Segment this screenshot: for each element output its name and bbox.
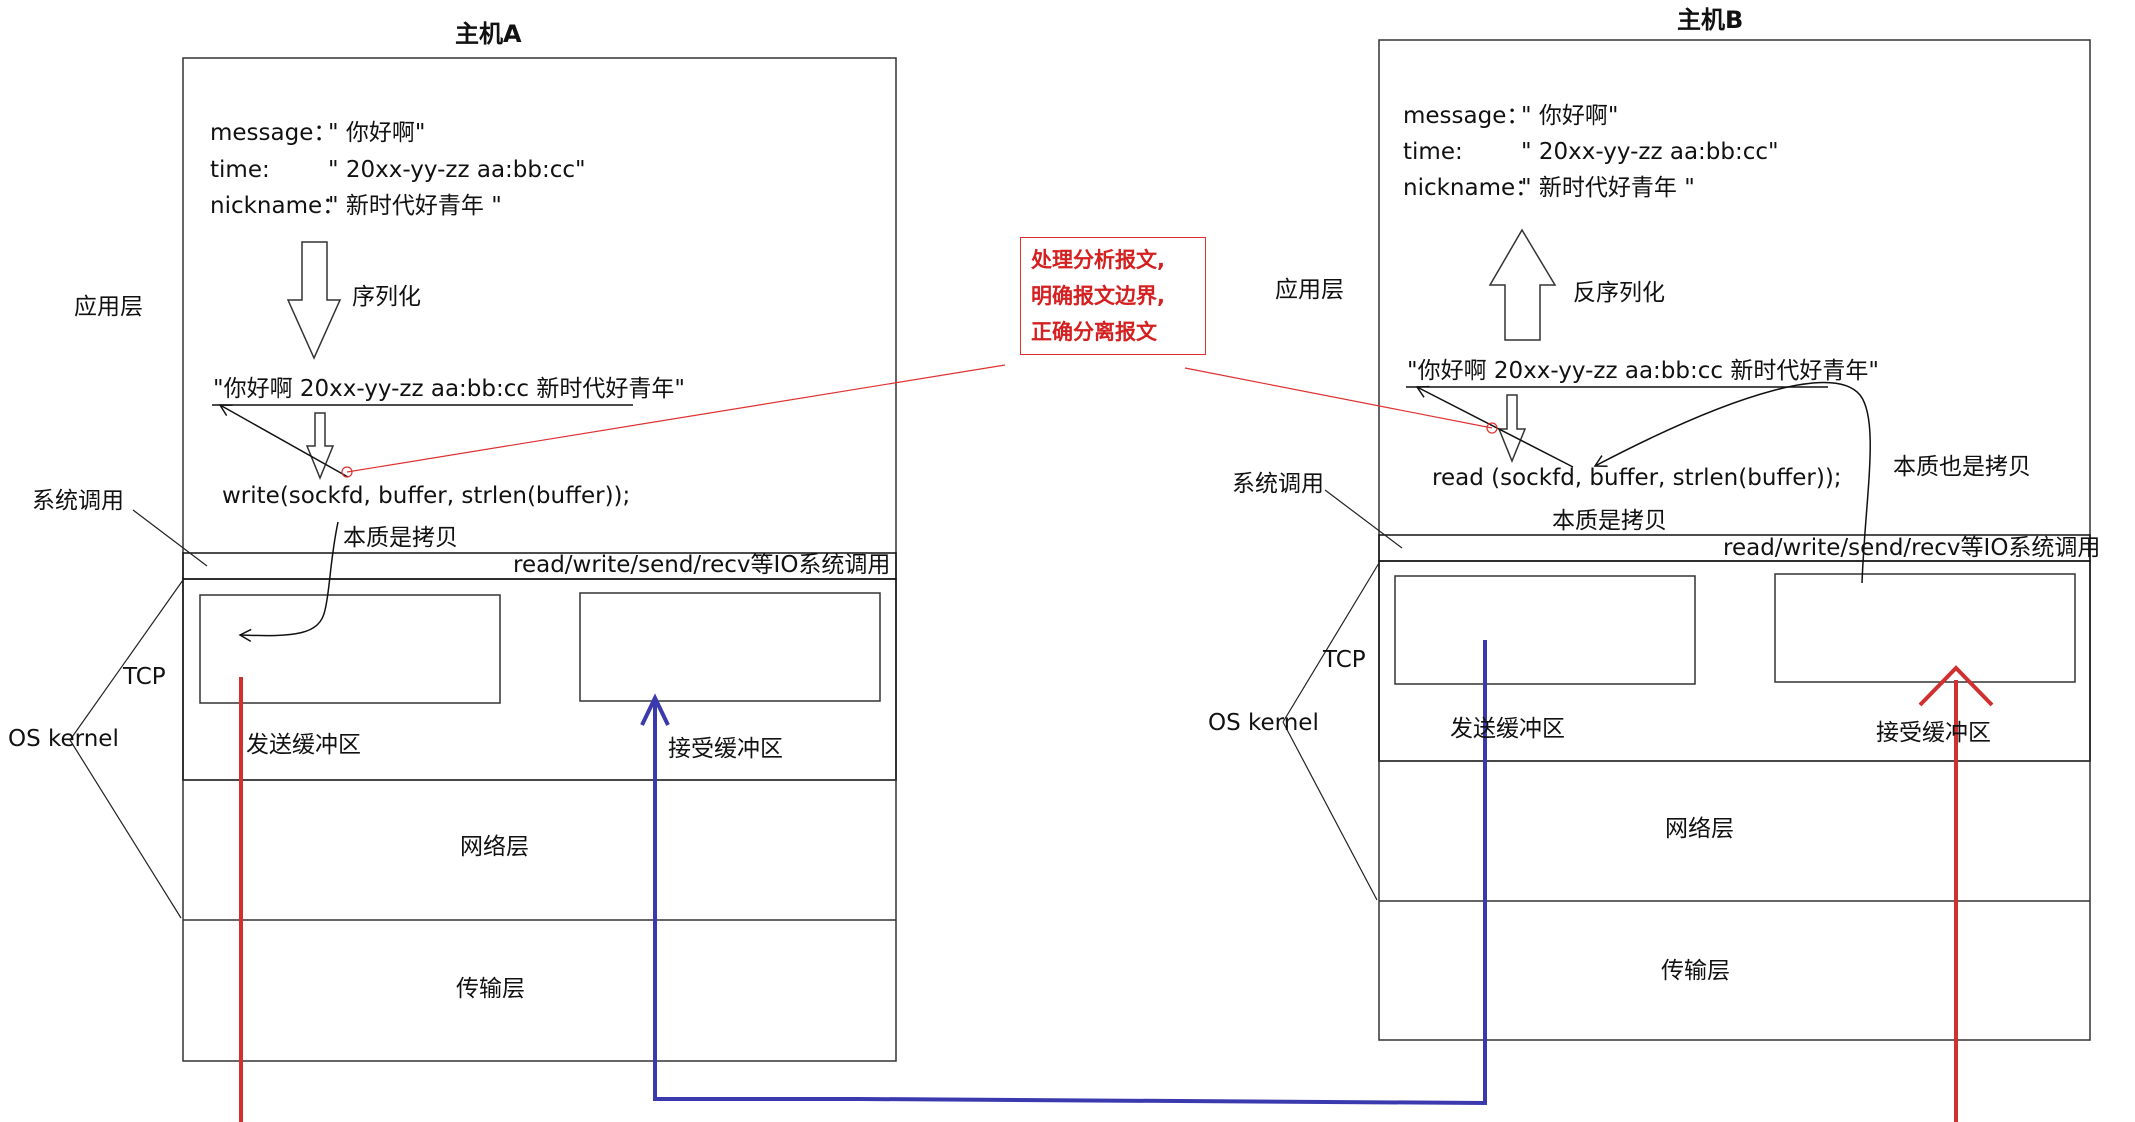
host-b-serialized-string: "你好啊 20xx-yy-zz aa:bb:cc 新时代好青年" <box>1407 358 1879 384</box>
left-app-layer-label: 应用层 <box>74 294 143 320</box>
host-a-recv-buffer-box <box>579 592 881 702</box>
note-line-2: 明确报文边界, <box>1031 284 1165 308</box>
recv-path-arrowhead <box>640 693 670 726</box>
host-b-deserialize-label: 反序列化 <box>1573 280 1665 306</box>
host-b-time-value: " 20xx-yy-zz aa:bb:cc" <box>1521 139 1779 165</box>
host-a-nickname-value: " 新时代好青年 " <box>328 193 502 219</box>
host-b-send-buffer-label: 发送缓冲区 <box>1450 716 1565 742</box>
host-a-time-key: time: <box>210 157 270 183</box>
host-a-network-layer: 网络层 <box>460 834 529 860</box>
right-kernel-connector-top <box>1282 562 1380 723</box>
note-anchor-left <box>341 466 353 478</box>
host-a-serialize-label: 序列化 <box>352 284 421 310</box>
left-tcp-label: TCP <box>123 664 166 690</box>
host-b-title: 主机B <box>1677 6 1744 34</box>
host-a-send-buffer-label: 发送缓冲区 <box>246 732 361 758</box>
right-tcp-label: TCP <box>1323 647 1366 673</box>
right-syscall-connector <box>1324 489 1403 549</box>
host-b-nickname-value: " 新时代好青年 " <box>1521 175 1695 201</box>
host-b-message-value: " 你好啊" <box>1521 103 1619 129</box>
host-b-io-bar-label: read/write/send/recv等IO系统调用 <box>1723 535 2101 561</box>
host-b-copy-note-also: 本质也是拷贝 <box>1893 454 2031 480</box>
host-a-copy-note: 本质是拷贝 <box>343 525 458 551</box>
left-syscall-connector <box>132 509 208 567</box>
right-app-layer-label: 应用层 <box>1275 277 1344 303</box>
right-syscall-label: 系统调用 <box>1232 471 1324 497</box>
recv-data-path <box>653 640 1487 1106</box>
host-a-serialize-arrow <box>286 241 342 360</box>
left-os-kernel-label: OS kernel <box>8 726 119 752</box>
host-b-send-buffer-box <box>1394 575 1696 685</box>
host-b-copy-note: 本质是拷贝 <box>1552 508 1667 534</box>
host-a-write-call: write(sockfd, buffer, strlen(buffer)); <box>222 483 631 509</box>
host-a-copy-curve <box>238 521 339 643</box>
host-a-time-value: " 20xx-yy-zz aa:bb:cc" <box>328 157 586 183</box>
note-anchor-right <box>1486 422 1498 434</box>
host-b-deserialize-arrow <box>1488 228 1557 341</box>
host-b-buffer-pointer-arrow <box>1415 385 1574 468</box>
note-line-3: 正确分离报文 <box>1031 320 1157 344</box>
left-kernel-connector-bottom <box>69 739 182 919</box>
left-kernel-connector-top <box>69 579 184 741</box>
host-b-time-key: time: <box>1403 139 1463 165</box>
note-line-1: 处理分析报文, <box>1031 248 1165 272</box>
right-os-kernel-label: OS kernel <box>1208 710 1319 736</box>
host-b-copy-curve <box>1593 381 1871 584</box>
host-a-io-bar-label: read/write/send/recv等IO系统调用 <box>513 552 891 578</box>
note-box: 处理分析报文, 明确报文边界, 正确分离报文 <box>1020 237 1206 355</box>
host-a-send-buffer-box <box>199 594 501 704</box>
host-a-transport-layer: 传输层 <box>456 976 525 1002</box>
send-data-path <box>239 677 1958 1122</box>
note-connector-left <box>346 364 1006 473</box>
host-a-serialized-string: "你好啊 20xx-yy-zz aa:bb:cc 新时代好青年" <box>213 376 685 402</box>
right-kernel-connector-bottom <box>1282 721 1378 901</box>
host-a-message-value: " 你好啊" <box>328 120 426 146</box>
host-a-title: 主机A <box>455 20 522 48</box>
host-b-message-key: message： <box>1403 103 1530 129</box>
note-connector-right <box>1184 367 1493 429</box>
host-b-recv-buffer-label: 接受缓冲区 <box>1876 720 1991 746</box>
host-b-network-layer: 网络层 <box>1665 816 1734 842</box>
left-syscall-label: 系统调用 <box>32 488 124 514</box>
host-b-nickname-key: nickname： <box>1403 175 1539 201</box>
host-b-recv-buffer-box <box>1774 573 2076 683</box>
host-a-message-key: message： <box>210 120 337 146</box>
host-b-transport-layer: 传输层 <box>1661 958 1730 984</box>
host-b-read-call: read (sockfd, buffer, strlen(buffer)); <box>1432 465 1842 491</box>
send-path-arrowhead <box>1918 665 1994 707</box>
host-b-small-down-arrow <box>1497 394 1527 463</box>
host-a-small-down-arrow <box>305 412 335 480</box>
host-a-recv-buffer-label: 接受缓冲区 <box>668 736 783 762</box>
host-a-buffer-pointer-arrow <box>218 404 349 478</box>
host-a-nickname-key: nickname： <box>210 193 346 219</box>
